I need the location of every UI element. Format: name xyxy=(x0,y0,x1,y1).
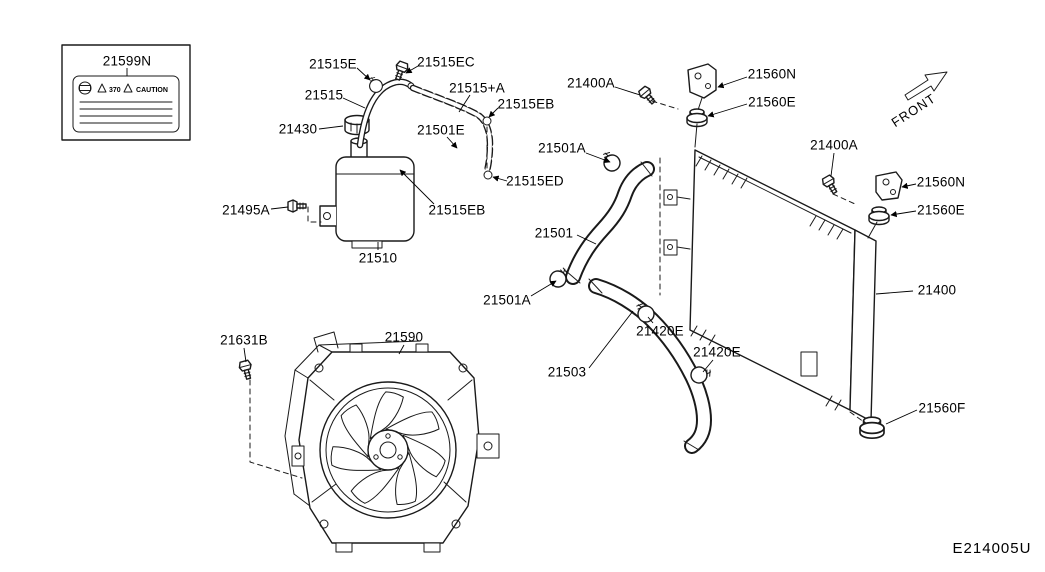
leader-line xyxy=(405,65,419,74)
caution-label-box: 370 CAUTION xyxy=(61,44,191,141)
front-arrow-icon xyxy=(904,71,948,101)
mounting-bracket xyxy=(875,171,903,201)
fastener-bolts xyxy=(237,59,411,479)
leader-line xyxy=(270,206,289,210)
leader-line xyxy=(707,103,748,118)
leader-line xyxy=(890,210,917,218)
leader-line xyxy=(585,152,611,163)
leader-line xyxy=(318,125,344,130)
mounting-bracket xyxy=(687,63,717,99)
leader-line xyxy=(885,409,918,425)
leader-lines xyxy=(126,65,918,425)
leader-line xyxy=(446,136,458,149)
fan-ring-outer xyxy=(319,381,457,519)
radiator-mounts xyxy=(636,63,903,440)
radiator-side-clip xyxy=(663,239,678,256)
diagram-code: E214005U xyxy=(953,540,1032,557)
leader-line xyxy=(830,152,835,177)
warning-triangle-icon xyxy=(123,83,133,93)
hose-clip xyxy=(482,116,492,126)
leader-line xyxy=(702,359,714,373)
leader-line xyxy=(875,290,914,295)
radiator-lower-bracket xyxy=(800,351,818,377)
radiator-side-tank xyxy=(849,229,877,422)
fan-ring-inner xyxy=(325,387,451,513)
radiator-side-clip xyxy=(663,189,678,206)
reservoir-body xyxy=(335,156,415,242)
leader-line xyxy=(614,86,641,96)
overflow-hose-dashed xyxy=(409,84,494,180)
caution-code-text: 370 xyxy=(109,87,121,94)
leader-line xyxy=(342,97,366,109)
leader-line xyxy=(399,169,435,205)
caution-text-lines xyxy=(79,101,173,124)
leader-line xyxy=(356,67,371,81)
leader-line xyxy=(530,280,557,297)
fan-shroud xyxy=(284,331,500,553)
leader-line xyxy=(398,344,405,355)
leader-line xyxy=(717,76,748,89)
leader-line xyxy=(901,182,917,189)
warning-triangle-icon xyxy=(97,83,107,93)
caution-word-text: CAUTION xyxy=(136,87,168,94)
leader-line xyxy=(647,316,654,324)
leader-line xyxy=(458,94,471,113)
radiator xyxy=(659,149,877,423)
leader-line xyxy=(576,234,597,245)
upper-radiator-hose xyxy=(565,161,655,285)
leader-line xyxy=(492,175,508,182)
leader-line xyxy=(588,310,634,369)
leader-line xyxy=(243,347,247,363)
leader-line xyxy=(488,107,499,118)
hose-clip xyxy=(483,170,493,180)
nissan-emblem-icon xyxy=(78,81,92,95)
